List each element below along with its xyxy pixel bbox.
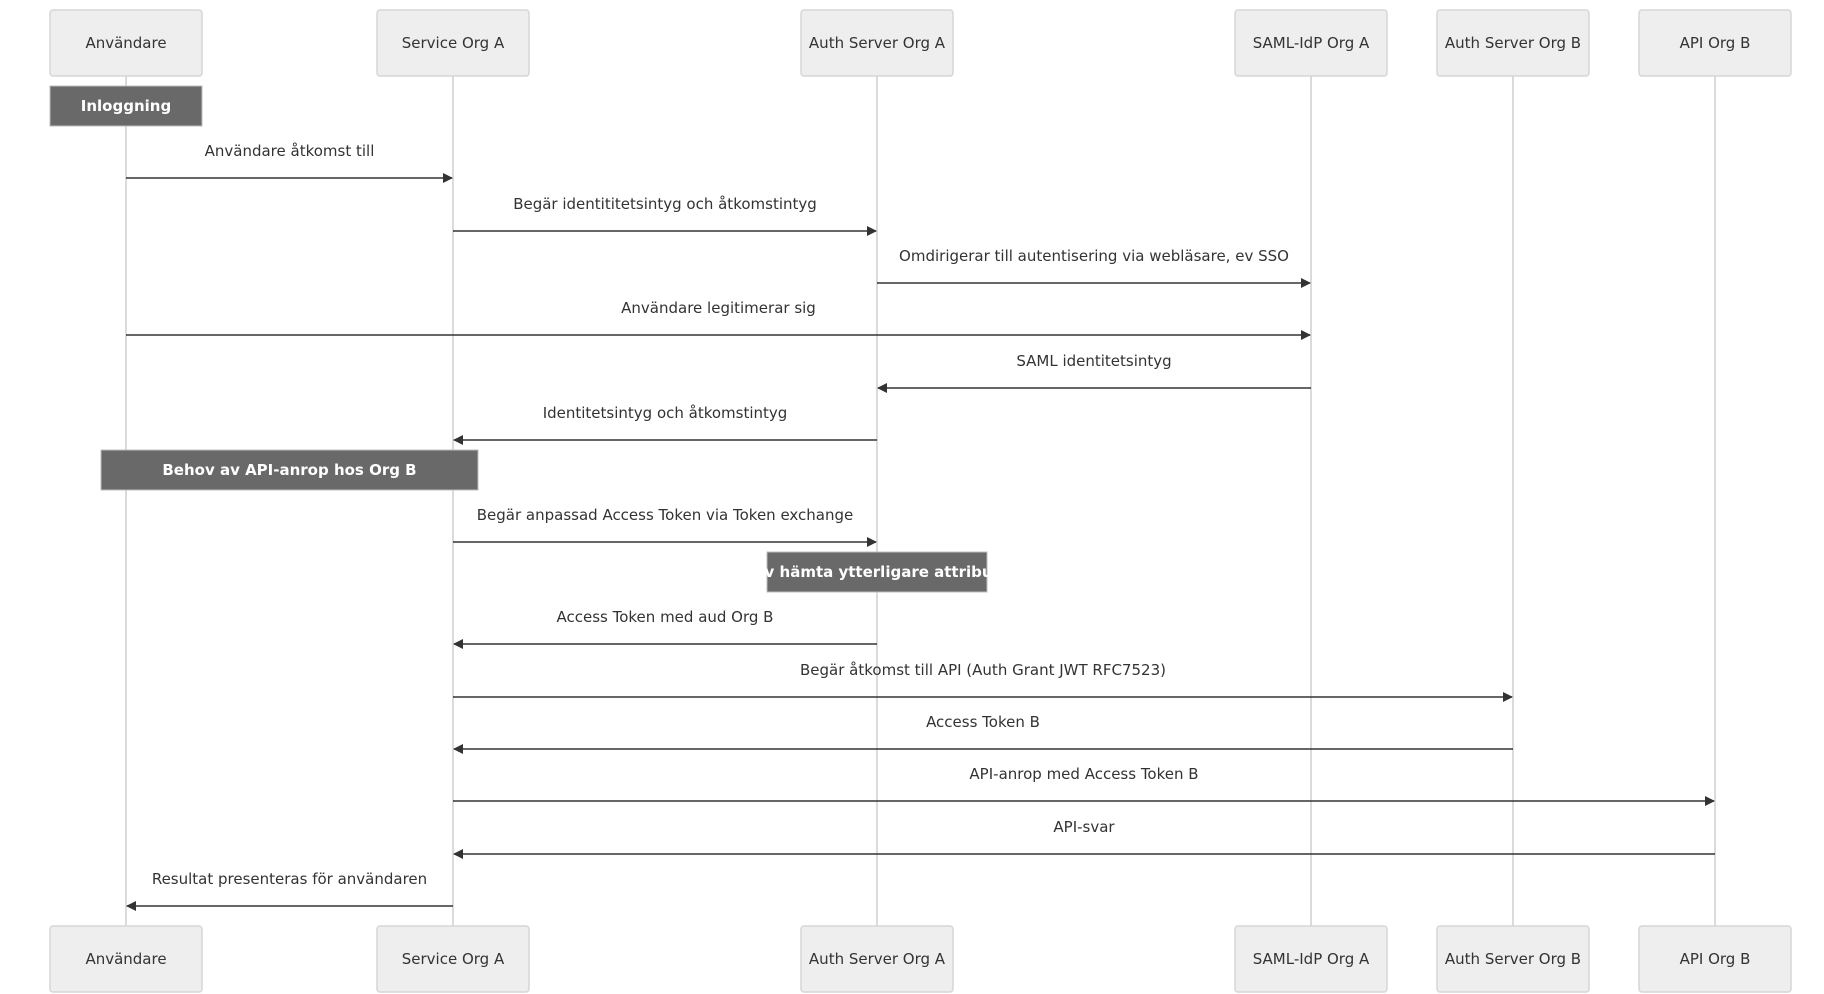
message-label: Användare legitimerar sig xyxy=(621,299,816,317)
participant-authA-top: Auth Server Org A xyxy=(800,9,954,77)
note-behov-av-api-anrop-hos-org-b: Behov av API-anrop hos Org B xyxy=(100,449,479,491)
participant-box xyxy=(1234,925,1388,993)
participant-label: Auth Server Org B xyxy=(1445,34,1581,52)
participant-authB-top: Auth Server Org B xyxy=(1436,9,1590,77)
message-label: Identitetsintyg och åtkomstintyg xyxy=(543,404,788,422)
participant-box xyxy=(49,925,203,993)
participant-box xyxy=(1234,9,1388,77)
message-label: Användare åtkomst till xyxy=(205,142,375,160)
participant-box xyxy=(800,9,954,77)
participant-authA-bottom: Auth Server Org A xyxy=(800,925,954,993)
participant-box xyxy=(1436,925,1590,993)
message-api-svar: API-svar xyxy=(453,818,1715,859)
note-label: Inloggning xyxy=(81,97,171,115)
participant-label: API Org B xyxy=(1680,950,1751,968)
participant-apiB-bottom: API Org B xyxy=(1638,925,1792,993)
note-label: Ev hämta ytterligare attribut xyxy=(754,563,999,581)
participant-label: Användare xyxy=(85,34,166,52)
message-begar-atkomst-till-api-auth-grant-jwt-rfc7523: Begär åtkomst till API (Auth Grant JWT R… xyxy=(453,661,1513,702)
message-begar-anpassad-access-token-via-token-exchange: Begär anpassad Access Token via Token ex… xyxy=(453,506,877,547)
participant-label: SAML-IdP Org A xyxy=(1253,950,1370,968)
participant-box xyxy=(49,9,203,77)
message-saml-identitetsintyg: SAML identitetsintyg xyxy=(877,352,1311,393)
note-box xyxy=(100,449,479,491)
message-label: Begär identititetsintyg och åtkomstintyg xyxy=(513,195,817,213)
message-label: API-svar xyxy=(1053,818,1115,836)
note-inloggning: Inloggning xyxy=(49,85,203,127)
note-box xyxy=(49,85,203,127)
message-resultat-presenteras-for-anvandaren: Resultat presenteras för användaren xyxy=(126,870,453,911)
participant-box xyxy=(376,9,530,77)
participant-user-bottom: Användare xyxy=(49,925,203,993)
participant-idpA-bottom: SAML-IdP Org A xyxy=(1234,925,1388,993)
message-label: Resultat presenteras för användaren xyxy=(152,870,427,888)
message-api-anrop-med-access-token-b: API-anrop med Access Token B xyxy=(453,765,1715,806)
note-box xyxy=(766,551,988,593)
participant-label: Auth Server Org A xyxy=(809,34,946,52)
message-access-token-b: Access Token B xyxy=(453,713,1513,754)
participant-label: Service Org A xyxy=(402,34,505,52)
participant-label: Auth Server Org B xyxy=(1445,950,1581,968)
message-omdirigerar-till-autentisering-via-weblasare-ev-sso: Omdirigerar till autentisering via weblä… xyxy=(877,247,1311,288)
message-anvandare-atkomst-till: Användare åtkomst till xyxy=(126,142,453,183)
participant-label: Användare xyxy=(85,950,166,968)
message-identitetsintyg-och-atkomstintyg: Identitetsintyg och åtkomstintyg xyxy=(453,404,877,445)
message-label: Omdirigerar till autentisering via weblä… xyxy=(899,247,1289,265)
participant-user-top: Användare xyxy=(49,9,203,77)
participant-box xyxy=(1638,925,1792,993)
participant-authB-bottom: Auth Server Org B xyxy=(1436,925,1590,993)
message-label: Access Token B xyxy=(926,713,1040,731)
note-ev-hamta-ytterligare-attribut: Ev hämta ytterligare attribut xyxy=(754,551,1000,593)
participant-box xyxy=(800,925,954,993)
participant-idpA-top: SAML-IdP Org A xyxy=(1234,9,1388,77)
message-access-token-med-aud-org-b: Access Token med aud Org B xyxy=(453,608,877,649)
note-label: Behov av API-anrop hos Org B xyxy=(162,461,416,479)
participant-box xyxy=(376,925,530,993)
participant-apiB-top: API Org B xyxy=(1638,9,1792,77)
participant-label: Service Org A xyxy=(402,950,505,968)
message-label: SAML identitetsintyg xyxy=(1016,352,1171,370)
message-anvandare-legitimerar-sig: Användare legitimerar sig xyxy=(126,299,1311,340)
participant-label: Auth Server Org A xyxy=(809,950,946,968)
participant-label: API Org B xyxy=(1680,34,1751,52)
message-label: Begär anpassad Access Token via Token ex… xyxy=(477,506,854,524)
message-label: Access Token med aud Org B xyxy=(557,608,774,626)
participant-svcA-bottom: Service Org A xyxy=(376,925,530,993)
participant-box xyxy=(1436,9,1590,77)
participant-label: SAML-IdP Org A xyxy=(1253,34,1370,52)
participant-box xyxy=(1638,9,1792,77)
participant-svcA-top: Service Org A xyxy=(376,9,530,77)
message-begar-identititetsintyg-och-atkomstintyg: Begär identititetsintyg och åtkomstintyg xyxy=(453,195,877,236)
message-label: API-anrop med Access Token B xyxy=(969,765,1198,783)
message-label: Begär åtkomst till API (Auth Grant JWT R… xyxy=(800,661,1166,679)
